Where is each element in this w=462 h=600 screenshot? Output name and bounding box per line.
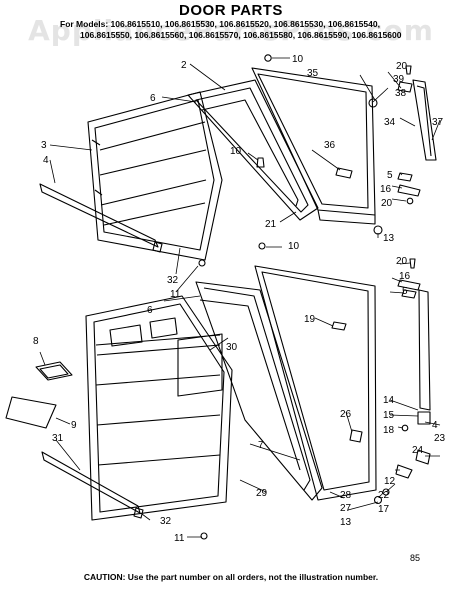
callout-27: 27	[340, 503, 352, 514]
screw-10-lower	[258, 242, 266, 250]
door-shelf	[5, 396, 57, 429]
model-list-line-2: 106.8615550, 106.8615560, 106.8615570, 1…	[80, 30, 402, 40]
cover-26	[349, 429, 363, 443]
callout-5-lower: 5	[402, 286, 408, 297]
callout-36: 36	[324, 140, 336, 151]
callout-31: 31	[52, 433, 64, 444]
callout-39: 39	[393, 74, 405, 85]
callout-9: 9	[71, 420, 77, 431]
callout-13-lower: 13	[340, 517, 352, 528]
callout-35: 35	[307, 68, 319, 79]
screw-18	[401, 424, 409, 432]
callout-10-lower: 10	[288, 241, 300, 252]
callout-30: 30	[226, 342, 238, 353]
washer-13-upper	[373, 225, 383, 235]
callout-13-upper: 13	[383, 233, 395, 244]
bracket-22	[395, 464, 413, 479]
diagram-title: DOOR PARTS	[179, 2, 283, 19]
caution-note: CAUTION: Use the part number on all orde…	[83, 572, 379, 582]
page-number: 85	[410, 553, 421, 563]
callout-18: 18	[383, 425, 395, 436]
callout-10-upper: 10	[292, 54, 304, 65]
cap-32-upper	[152, 241, 163, 253]
callout-14: 14	[383, 395, 395, 406]
screw-20-lower	[409, 258, 416, 269]
callout-20-mid: 20	[381, 198, 393, 209]
bracket-5-upper	[397, 172, 413, 182]
callout-12: 12	[384, 476, 396, 487]
screw-11-lower	[200, 532, 208, 540]
model-list-line-1: For Models: 106.8615510, 106.8615530, 10…	[60, 19, 380, 29]
callout-23: 23	[434, 433, 446, 444]
hinge-cap-39	[397, 81, 413, 93]
callout-10-center: 10	[230, 146, 242, 157]
callout-16-lower: 16	[399, 271, 411, 282]
callout-5-upper: 5	[387, 170, 393, 181]
callout-11-upper: 11	[170, 289, 181, 300]
leader-lines	[39, 57, 441, 538]
hinge-15	[417, 411, 431, 425]
callout-8: 8	[33, 336, 39, 347]
callout-32-upper: 32	[167, 275, 179, 286]
freezer-outer-door	[251, 67, 376, 225]
callout-28: 28	[340, 490, 352, 501]
callout-labels: 2 6 3 4 10 35 10 36 21 20 39 38 34 37 5 …	[33, 54, 446, 544]
screw-20-upper	[405, 65, 412, 75]
callout-4-lower: 4	[432, 420, 438, 431]
callout-26: 26	[340, 409, 352, 420]
callout-17: 17	[378, 504, 390, 515]
callout-19: 19	[304, 314, 316, 325]
callout-32-lower: 32	[160, 516, 172, 527]
freezer-door-gasket	[187, 79, 319, 221]
callout-7: 7	[258, 440, 264, 451]
screw-11-upper	[198, 259, 206, 267]
hinge-16-upper	[397, 184, 421, 197]
fresh-food-breaker-strip	[41, 451, 141, 514]
callout-34: 34	[384, 117, 396, 128]
dairy-bin	[35, 361, 73, 381]
freezer-handle	[412, 79, 437, 161]
washer-13-lower	[373, 495, 383, 505]
callout-38: 38	[395, 88, 407, 99]
callout-29: 29	[256, 488, 268, 499]
callout-21: 21	[265, 219, 277, 230]
screw-10-center	[256, 157, 265, 168]
washer-12	[382, 488, 390, 496]
callout-6-upper: 6	[150, 93, 156, 104]
cam-19	[331, 321, 347, 331]
callout-6-lower: 6	[147, 305, 153, 316]
hinge-16-lower	[397, 279, 421, 291]
callout-16-upper: 16	[380, 184, 392, 195]
hinge-24	[415, 449, 431, 465]
callout-37: 37	[432, 117, 444, 128]
callout-24: 24	[412, 445, 424, 456]
freezer-door-liner	[87, 91, 223, 261]
callout-22-a: 22	[378, 490, 390, 501]
callout-4: 4	[43, 155, 49, 166]
callout-3: 3	[41, 140, 47, 151]
callout-11-lower: 11	[174, 533, 185, 544]
fresh-food-outer-door	[254, 265, 377, 501]
watermark: AppliancePartsPros.com	[28, 14, 434, 47]
callout-20-upper: 20	[396, 61, 408, 72]
bracket-5-lower	[401, 289, 417, 299]
screw-20b	[406, 197, 414, 205]
cap-32-lower	[133, 507, 144, 519]
fresh-food-door-liner	[85, 295, 233, 521]
fresh-food-door-gasket	[195, 281, 323, 501]
callout-2: 2	[181, 60, 187, 71]
plug-38	[368, 98, 378, 108]
fresh-food-handle	[418, 289, 431, 411]
clip-36	[335, 167, 353, 179]
callout-20-lower: 20	[396, 256, 408, 267]
callout-15: 15	[383, 410, 395, 421]
screw-10-upper	[264, 54, 272, 62]
freezer-breaker-strip	[39, 183, 159, 248]
